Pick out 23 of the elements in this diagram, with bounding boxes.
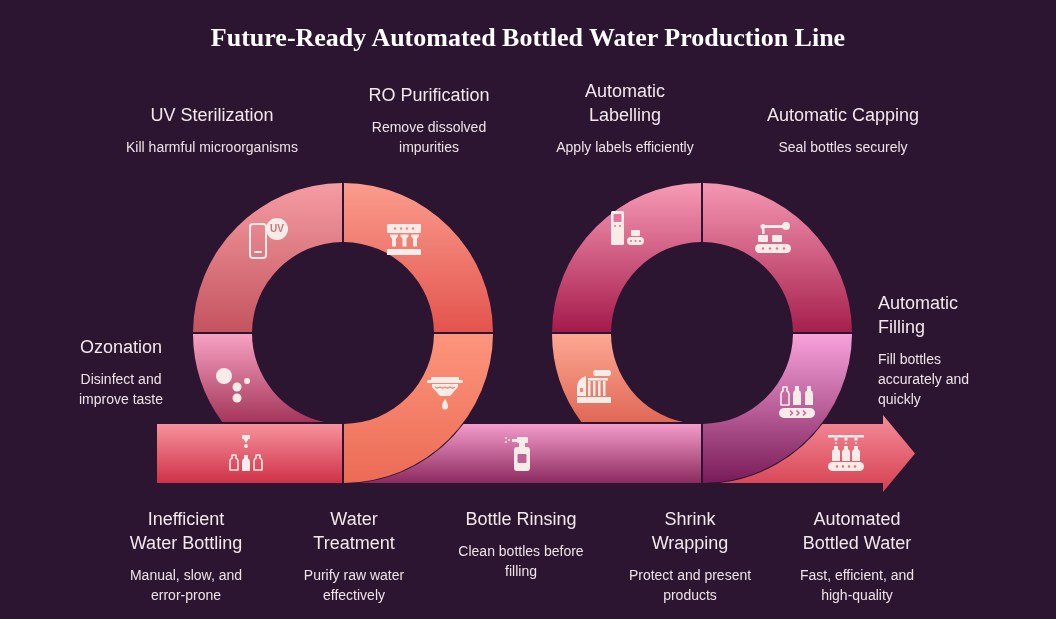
step-title: Inefficient Water Bottling — [128, 508, 244, 555]
step-title: Water Treatment — [312, 508, 396, 555]
step-title: Automatic Filling — [878, 292, 960, 339]
step-title: Automatic Capping — [766, 104, 920, 127]
step-title: Bottle Rinsing — [465, 508, 577, 531]
step-description: Remove dissolved impurities — [370, 118, 488, 157]
diagram-title: Future-Ready Automated Bottled Water Production Line — [210, 22, 846, 54]
step-description: Disinfect and improve taste — [77, 370, 164, 409]
step-title: Shrink Wrapping — [650, 508, 730, 555]
step-description: Manual, slow, and error-prone — [128, 566, 244, 605]
step-title: UV Sterilization — [150, 104, 274, 127]
step-description: Purify raw water effectively — [302, 566, 406, 605]
step-title: RO Purification — [368, 84, 490, 107]
step-title: Automated Bottled Water — [801, 508, 913, 555]
step-description: Fill bottles accurately and quickly — [878, 350, 971, 409]
step-title: Ozonation — [79, 336, 163, 359]
step-description: Apply labels efficiently — [556, 138, 694, 157]
step-description: Seal bottles securely — [778, 138, 908, 157]
step-description: Fast, efficient, and high-quality — [798, 566, 916, 605]
step-description: Clean bottles before filling — [457, 542, 585, 581]
step-description: Protect and present products — [627, 566, 753, 605]
step-title: Automatic Labelling — [583, 80, 666, 127]
step-description: Kill harmful microorganisms — [126, 138, 298, 157]
